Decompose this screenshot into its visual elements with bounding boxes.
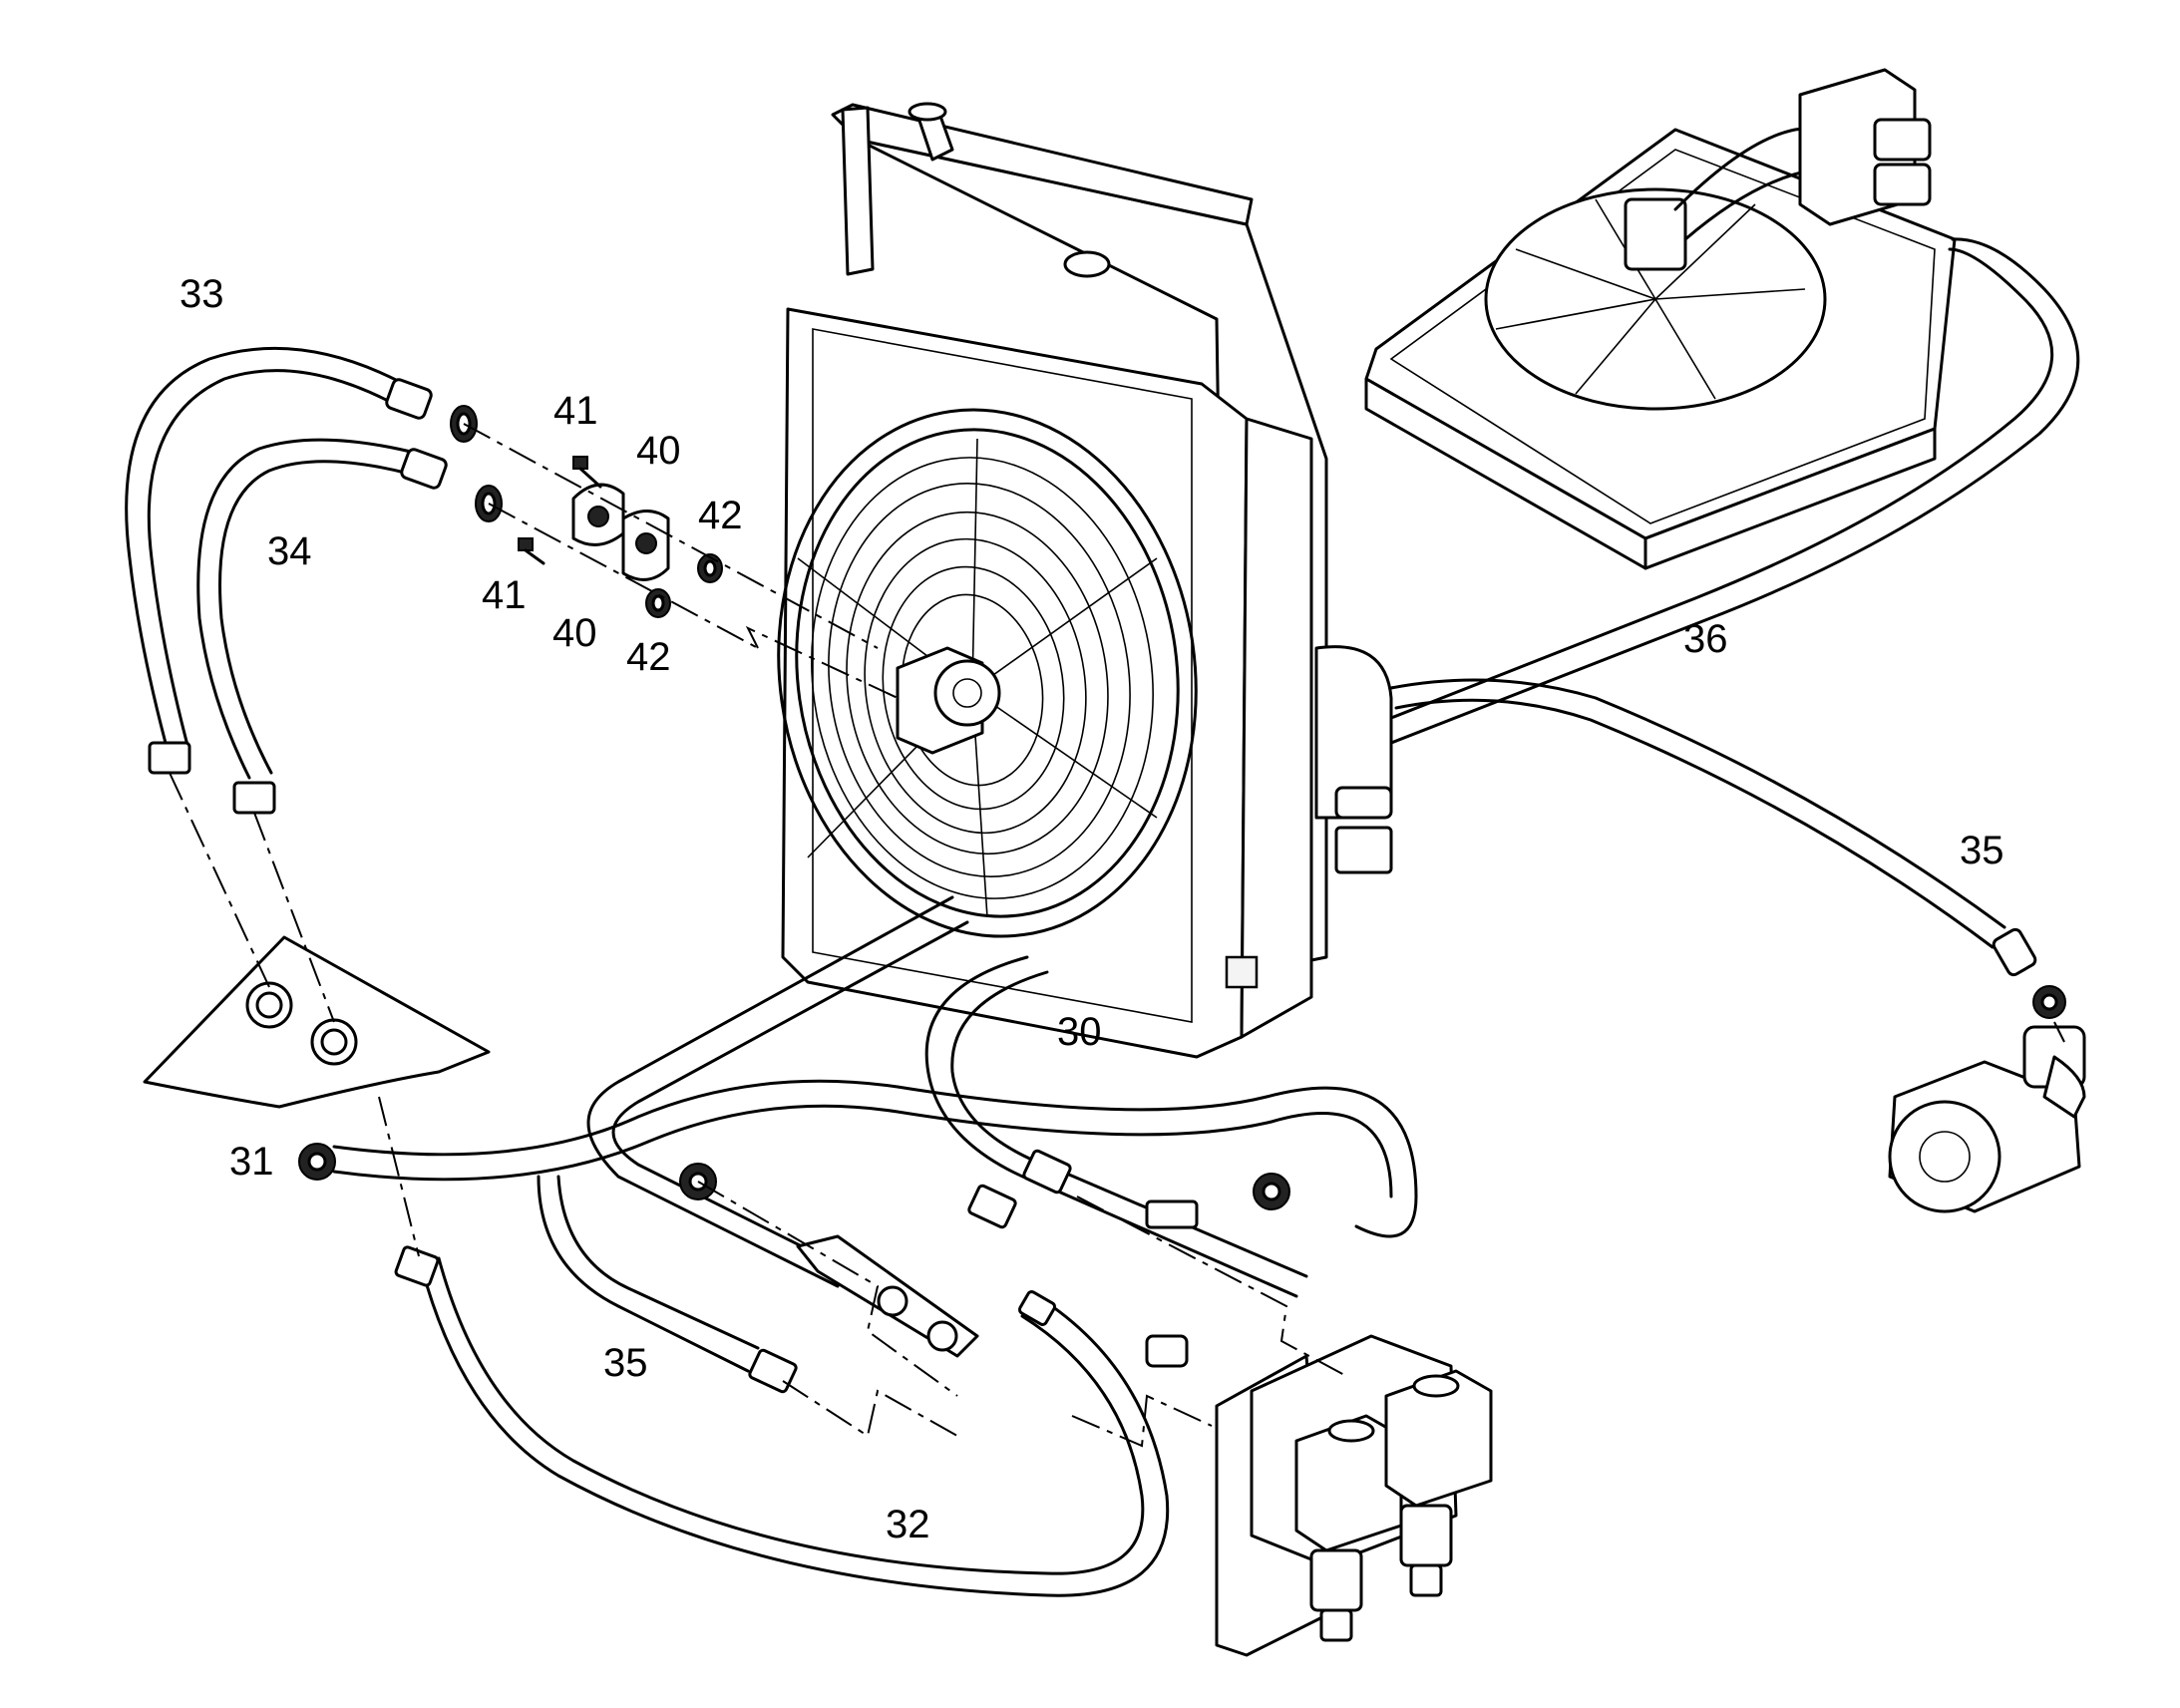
callout-33: 33 [180,272,224,316]
oil-cooler-assembly [777,102,1393,1059]
callout-30: 30 [1057,1010,1102,1054]
hose-31 [332,1079,1418,1238]
hose-32 [417,1254,1170,1597]
callout-31: 31 [229,1140,274,1184]
hose-35-lower [537,1175,750,1373]
callout-34: 34 [267,529,312,573]
callout-36: 36 [1683,617,1728,661]
callout-41-lower: 41 [482,573,527,617]
hydraulic-pump [1888,1025,2086,1213]
callout-labels: 30 31 32 33 34 35 35 36 40 40 41 41 42 4… [180,272,2004,1546]
callout-40-lower: 40 [552,611,597,655]
hose-30 [586,895,954,1288]
secondary-cooler-unit [1364,68,1957,570]
solenoid-valve-block [1215,1334,1493,1657]
hose-34 [196,438,421,780]
callout-42-lower: 42 [626,635,671,679]
assembly-center-lines [169,423,2065,1448]
callout-35-lower: 35 [603,1341,648,1385]
callout-40-upper: 40 [636,429,681,473]
hose-35-right [1389,678,2006,929]
callout-32: 32 [886,1503,930,1546]
callout-41-upper: 41 [553,389,598,433]
callout-35-right: 35 [1960,829,2004,872]
hose-33 [125,346,406,760]
callout-42-upper: 42 [698,494,743,537]
hose-36 [1389,247,2054,720]
